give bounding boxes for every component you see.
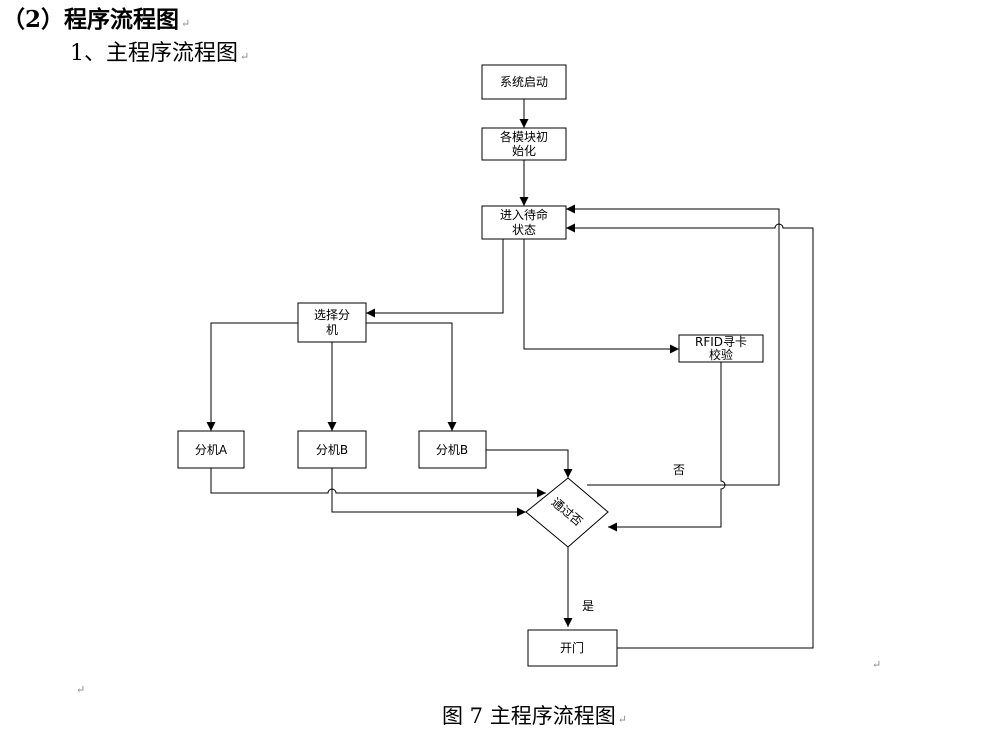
node-decision-pass: 通过否 (525, 477, 609, 548)
svg-text:分机B: 分机B (436, 443, 468, 457)
node-open-door: 开门 (527, 629, 618, 667)
arrow-standby-to-rfid (523, 239, 679, 354)
arrow-standby-to-select (366, 239, 504, 318)
node-sub-b-1: 分机B (297, 430, 367, 469)
arrow-sub-a-to-decision (210, 468, 546, 498)
arrow-rfid-to-decision (608, 362, 726, 532)
node-rfid-check: RFID寻卡 校验 (678, 334, 764, 363)
arrow-open-to-standby (566, 223, 814, 649)
paragraph-mark: ↵ (617, 713, 627, 726)
svg-text:开门: 开门 (560, 640, 584, 655)
arrow-sub-b2-to-decision (486, 449, 573, 478)
sub-heading: 1、主程序流程图↵ (70, 41, 250, 66)
svg-text:机: 机 (326, 323, 338, 337)
svg-text:RFID寻卡: RFID寻卡 (695, 335, 747, 349)
node-sub-b-2: 分机B (418, 430, 487, 469)
svg-text:各模块初: 各模块初 (500, 129, 548, 144)
label-no: 否 (673, 463, 685, 477)
paragraph-mark: ↵ (872, 658, 882, 671)
node-sub-a: 分机A (177, 430, 245, 469)
paragraph-mark: ↵ (240, 50, 250, 63)
connectors (206, 99, 814, 649)
figure-caption: 图 7 主程序流程图↵ (442, 704, 627, 728)
svg-text:状态: 状态 (512, 223, 536, 237)
svg-text:进入待命: 进入待命 (500, 207, 548, 222)
svg-text:分机A: 分机A (195, 443, 228, 457)
node-select-sub: 选择分 机 (297, 302, 367, 343)
svg-text:分机B: 分机B (316, 443, 348, 457)
svg-text:校验: 校验 (709, 347, 733, 362)
arrow-sub-b1-to-decision (331, 468, 526, 517)
arrow-select-to-sub-b2 (366, 322, 457, 431)
section-heading: （2）程序流程图↵ (2, 6, 191, 33)
paragraph-mark: ↵ (76, 683, 86, 696)
arrow-select-to-sub-a (206, 322, 298, 431)
node-standby: 进入待命 状态 (481, 205, 567, 240)
node-system-start: 系统启动 (481, 64, 567, 100)
svg-text:始化: 始化 (512, 144, 536, 158)
arrow-decision-no-to-standby (566, 204, 780, 486)
paragraph-mark: ↵ (181, 17, 191, 30)
label-yes: 是 (582, 599, 594, 613)
svg-text:选择分: 选择分 (314, 308, 350, 322)
node-module-init: 各模块初 始化 (481, 127, 567, 161)
svg-text:系统启动: 系统启动 (500, 75, 548, 89)
